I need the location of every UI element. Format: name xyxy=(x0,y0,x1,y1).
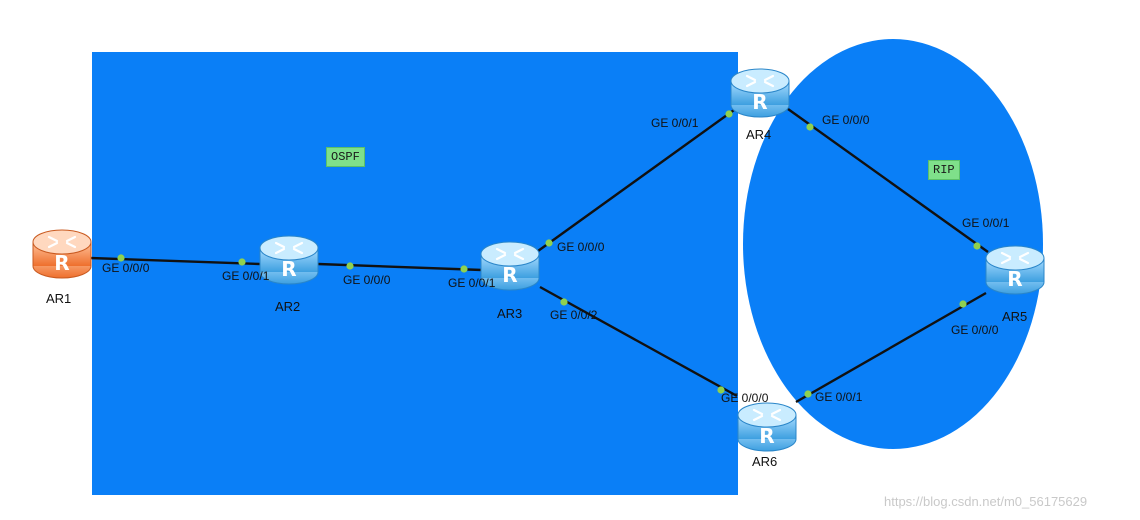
port-dot-ar3-ar6-b[interactable] xyxy=(717,386,725,394)
port-label-ar6-ar5-a: GE 0/0/1 xyxy=(815,390,863,404)
rip-area-label: RIP xyxy=(928,160,960,180)
port-dot-ar6-ar5-a[interactable] xyxy=(804,390,812,398)
link-ar3-ar6[interactable] xyxy=(539,285,738,398)
svg-text:R: R xyxy=(502,263,517,287)
port-dots-layer xyxy=(117,110,981,398)
svg-text:R: R xyxy=(281,257,296,281)
port-dot-ar1-ar2-b[interactable] xyxy=(238,258,246,266)
svg-text:R: R xyxy=(54,251,69,275)
router-name-ar3: AR3 xyxy=(497,306,523,321)
port-label-ar3-ar6-b: GE 0/0/0 xyxy=(721,391,769,405)
router-ar3[interactable]: R xyxy=(479,240,541,292)
port-label-ar4-ar5-b: GE 0/0/1 xyxy=(962,216,1010,230)
port-dot-ar3-ar4-a[interactable] xyxy=(545,239,553,247)
ospf-area-label: OSPF xyxy=(326,147,365,167)
router-name-ar1: AR1 xyxy=(46,291,72,306)
router-ar6[interactable]: R xyxy=(736,401,798,453)
port-dot-ar2-ar3-b[interactable] xyxy=(460,265,468,273)
link-ar6-ar5[interactable] xyxy=(795,291,987,404)
port-label-ar6-ar5-b: GE 0/0/0 xyxy=(951,323,999,337)
router-name-ar6: AR6 xyxy=(752,454,778,469)
router-icon: R xyxy=(985,245,1045,295)
router-name-ar4: AR4 xyxy=(746,127,772,142)
link-ar4-ar5[interactable] xyxy=(787,108,989,253)
router-icon: R xyxy=(32,229,92,279)
router-ar2[interactable]: R xyxy=(258,234,320,286)
port-label-ar3-ar4-a: GE 0/0/0 xyxy=(557,240,605,254)
router-icon: R xyxy=(480,241,540,291)
link-ar2-ar3[interactable] xyxy=(317,262,483,272)
router-icon: R xyxy=(259,235,319,285)
router-ar1[interactable]: R xyxy=(31,228,93,280)
port-dot-ar2-ar3-a[interactable] xyxy=(346,262,354,270)
router-name-ar5: AR5 xyxy=(1002,309,1028,324)
router-ar4[interactable]: R xyxy=(729,67,791,119)
port-dot-ar6-ar5-b[interactable] xyxy=(959,300,967,308)
port-label-ar3-ar6-a: GE 0/0/2 xyxy=(550,308,598,322)
router-ar5[interactable]: R xyxy=(984,244,1046,296)
svg-text:R: R xyxy=(752,90,767,114)
port-dot-ar3-ar4-b[interactable] xyxy=(725,110,733,118)
port-label-ar1-ar2-a: GE 0/0/0 xyxy=(102,261,150,275)
watermark: https://blog.csdn.net/m0_56175629 xyxy=(884,494,1088,509)
port-label-ar2-ar3-a: GE 0/0/0 xyxy=(343,273,391,287)
svg-text:R: R xyxy=(759,424,774,448)
router-name-ar2: AR2 xyxy=(275,299,301,314)
port-dot-ar1-ar2-a[interactable] xyxy=(117,254,125,262)
port-label-ar1-ar2-b: GE 0/0/1 xyxy=(222,269,270,283)
port-dot-ar4-ar5-a[interactable] xyxy=(806,123,814,131)
port-label-ar3-ar4-b: GE 0/0/1 xyxy=(651,116,699,130)
router-icon: R xyxy=(737,402,797,452)
port-dot-ar4-ar5-b[interactable] xyxy=(973,242,981,250)
link-ar3-ar4[interactable] xyxy=(537,109,735,252)
links-layer xyxy=(89,108,989,404)
router-icon: R xyxy=(730,68,790,118)
port-label-ar2-ar3-b: GE 0/0/1 xyxy=(448,276,496,290)
port-dot-ar3-ar6-a[interactable] xyxy=(560,298,568,306)
svg-text:R: R xyxy=(1007,267,1022,291)
port-label-ar4-ar5-a: GE 0/0/0 xyxy=(822,113,870,127)
rip-area xyxy=(743,39,1043,449)
ospf-area xyxy=(92,52,738,495)
